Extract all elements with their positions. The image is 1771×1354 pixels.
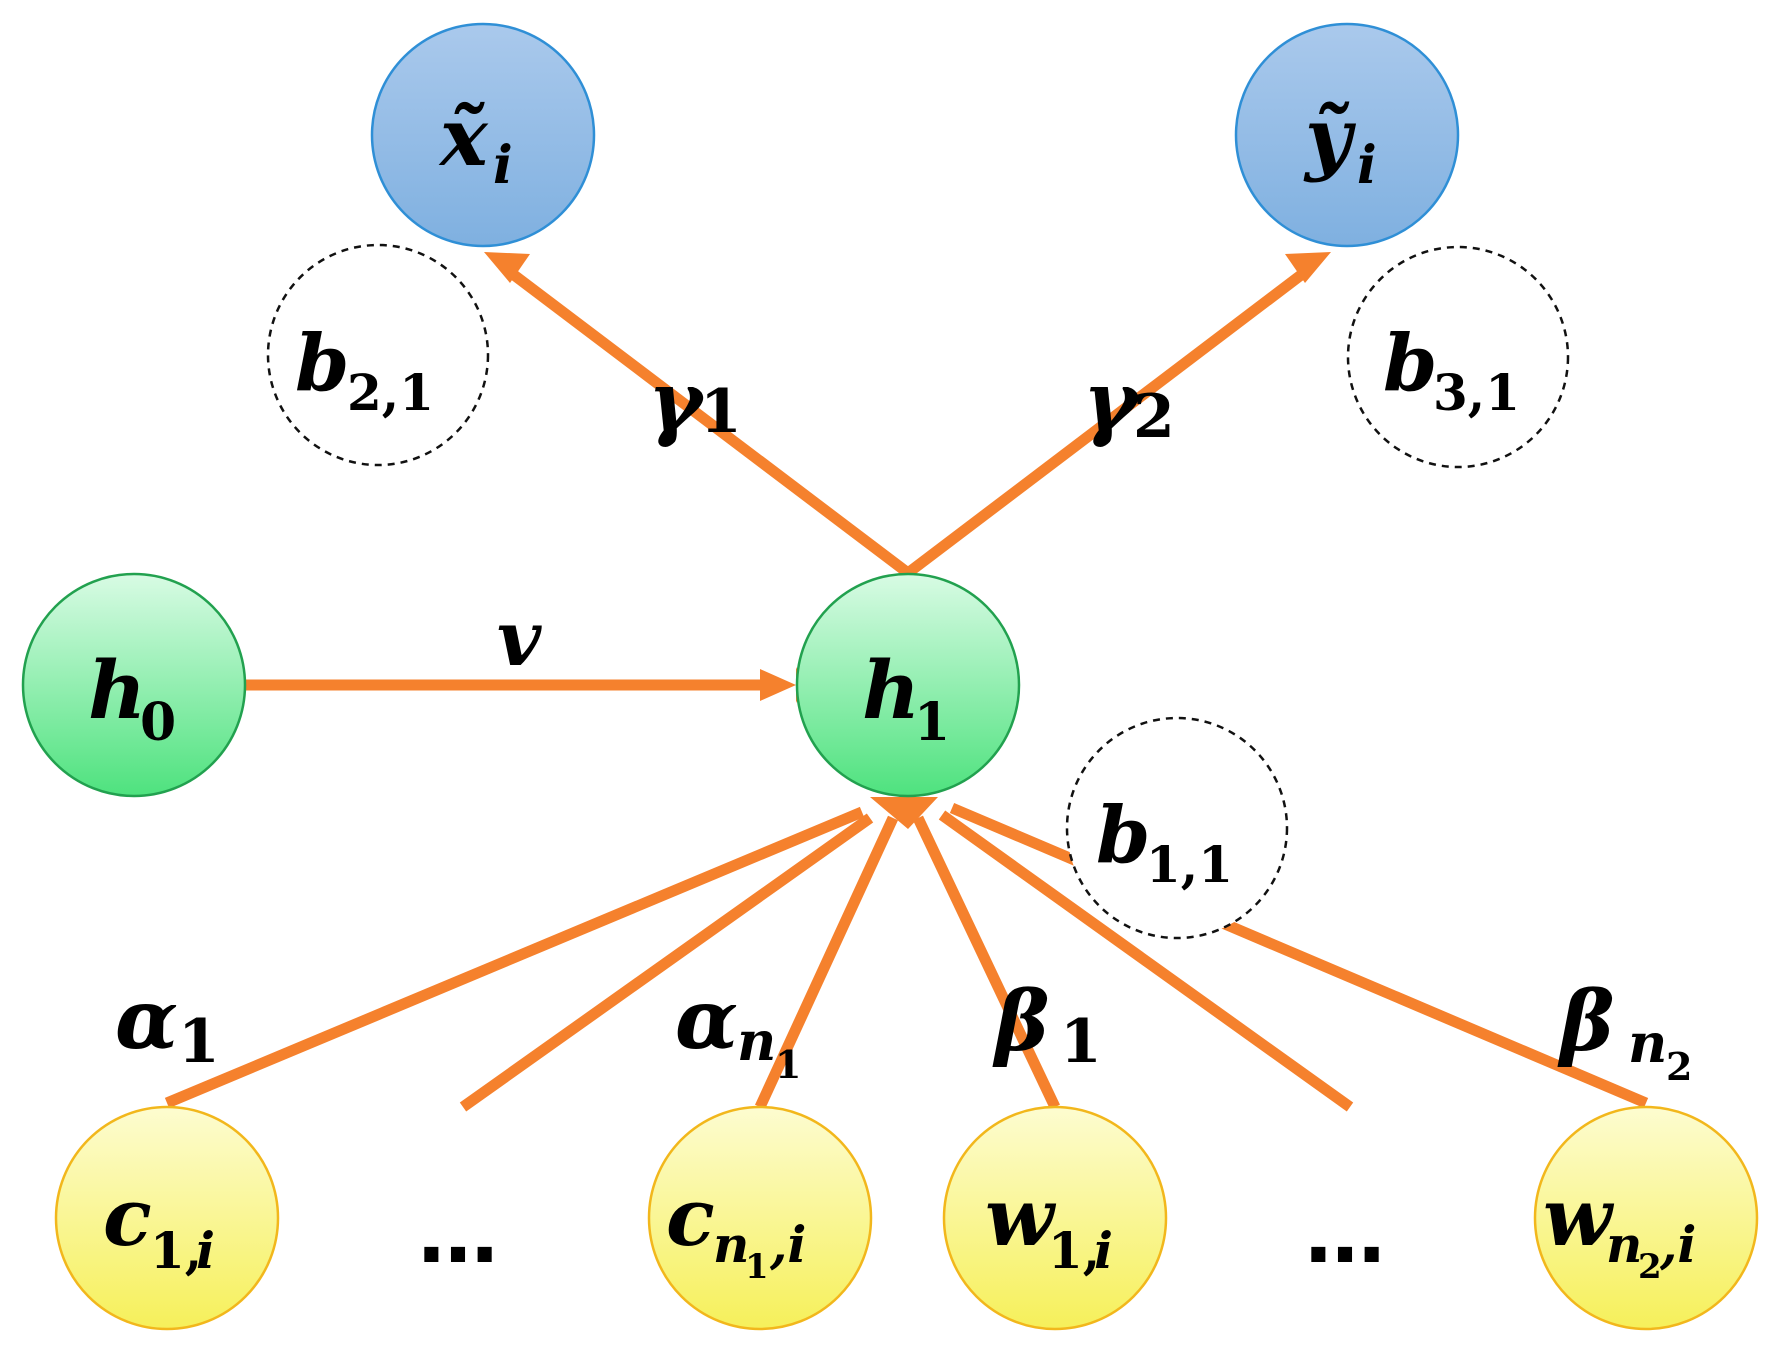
node-cn1-main: c: [666, 1170, 715, 1264]
edge-wn2-to-h1: [949, 802, 1649, 1109]
node-w1-main: w: [985, 1170, 1057, 1264]
label-beta1-sub: 1: [1060, 1007, 1102, 1077]
node-h1-main: h: [862, 643, 920, 737]
edge-c1-to-h1: [164, 806, 865, 1109]
node-h1: h 1: [795, 572, 1021, 798]
arrowhead-y-tilde: [1285, 252, 1331, 283]
node-wn2: w n 2 ,i: [1533, 1105, 1759, 1331]
node-wn2-sub: n: [1606, 1215, 1642, 1274]
ellipsis-left: …: [418, 1188, 498, 1281]
bias-b11: b 1,1: [1065, 716, 1289, 940]
label-beta-n2-subsub: 2: [1666, 1044, 1692, 1089]
bias-b21-sub: 2,1: [347, 363, 434, 422]
node-c1-main: c: [103, 1170, 152, 1264]
label-beta-n2-main: β: [1557, 974, 1614, 1070]
label-beta1-main: β: [992, 974, 1049, 1070]
node-wn2-sub2: ,i: [1659, 1215, 1696, 1274]
node-y-tilde-sub: i: [1357, 135, 1377, 196]
label-alpha-n1: α n 1: [675, 972, 801, 1087]
node-c1-sub: 1,: [150, 1221, 202, 1280]
bias-b21: b 2,1: [266, 243, 490, 467]
label-v: v: [497, 594, 542, 683]
edge-ellipsis-right-to-h1: [938, 810, 1354, 1112]
label-alpha-n1-main: α: [675, 972, 738, 1068]
bias-b31: b 3,1: [1346, 245, 1570, 469]
label-alpha-n1-sub: n: [737, 1009, 776, 1073]
arrowhead-h0-h1: [760, 669, 796, 701]
bias-b21-main: b: [295, 318, 350, 409]
edge-h1-to-x-tilde: [506, 267, 912, 578]
node-cn1-subsub: 1: [745, 1247, 769, 1287]
edge-ellipsis-left-to-h1: [459, 813, 874, 1112]
label-gamma1: γ 1: [648, 354, 742, 450]
node-cn1-sub: n: [713, 1215, 749, 1274]
label-gamma2-sub: 2: [1133, 382, 1175, 452]
arrowhead-x-tilde: [484, 252, 530, 283]
node-y-tilde-main: ỹ: [1303, 90, 1357, 184]
node-c1: c 1, i: [54, 1105, 280, 1331]
label-gamma2-main: γ: [1083, 354, 1141, 450]
node-h0-main: h: [88, 643, 146, 737]
label-beta-n2: β n 2: [1557, 974, 1692, 1089]
edge-cn1-to-h1: [755, 815, 898, 1110]
node-cn1-sub2: ,i: [769, 1215, 806, 1274]
node-w1: w 1, i: [942, 1105, 1168, 1331]
node-y-tilde: ỹ i: [1234, 22, 1460, 248]
label-v-main: v: [497, 594, 542, 683]
node-c1-sub2: i: [196, 1221, 215, 1280]
node-wn2-main: w: [1543, 1170, 1615, 1264]
edges: [164, 267, 1649, 1112]
node-h1-sub: 1: [914, 692, 950, 753]
node-h0: h 0: [21, 572, 247, 798]
label-beta-n2-sub: n: [1628, 1011, 1667, 1075]
node-h0-sub: 0: [140, 692, 176, 753]
label-alpha1-main: α: [115, 972, 178, 1068]
label-gamma2: γ 2: [1083, 354, 1175, 452]
label-gamma1-sub: 1: [700, 377, 742, 447]
ellipsis-right: …: [1305, 1188, 1385, 1281]
bias-b11-main: b: [1096, 790, 1151, 881]
edge-h1-to-y-tilde: [904, 267, 1309, 578]
node-x-tilde-main: x̃: [438, 90, 489, 184]
bias-b31-main: b: [1383, 318, 1438, 409]
label-alpha1: α 1: [115, 972, 220, 1077]
edge-w1-to-h1: [913, 815, 1060, 1110]
label-gamma1-main: γ: [648, 354, 706, 450]
node-x-tilde-sub: i: [493, 135, 513, 196]
label-alpha-n1-subsub: 1: [775, 1042, 801, 1087]
label-beta1: β 1: [992, 974, 1102, 1077]
node-wn2-subsub: 2: [1638, 1247, 1662, 1287]
bias-b11-sub: 1,1: [1146, 835, 1233, 894]
node-cn1: c n 1 ,i: [647, 1105, 873, 1331]
node-w1-sub2: i: [1094, 1221, 1113, 1280]
bias-b31-sub: 3,1: [1433, 363, 1520, 422]
label-alpha1-sub: 1: [178, 1007, 220, 1077]
node-x-tilde: x̃ i: [370, 22, 596, 248]
node-w1-sub: 1,: [1048, 1221, 1100, 1280]
arrowhead-h1-bottom: [870, 797, 938, 829]
